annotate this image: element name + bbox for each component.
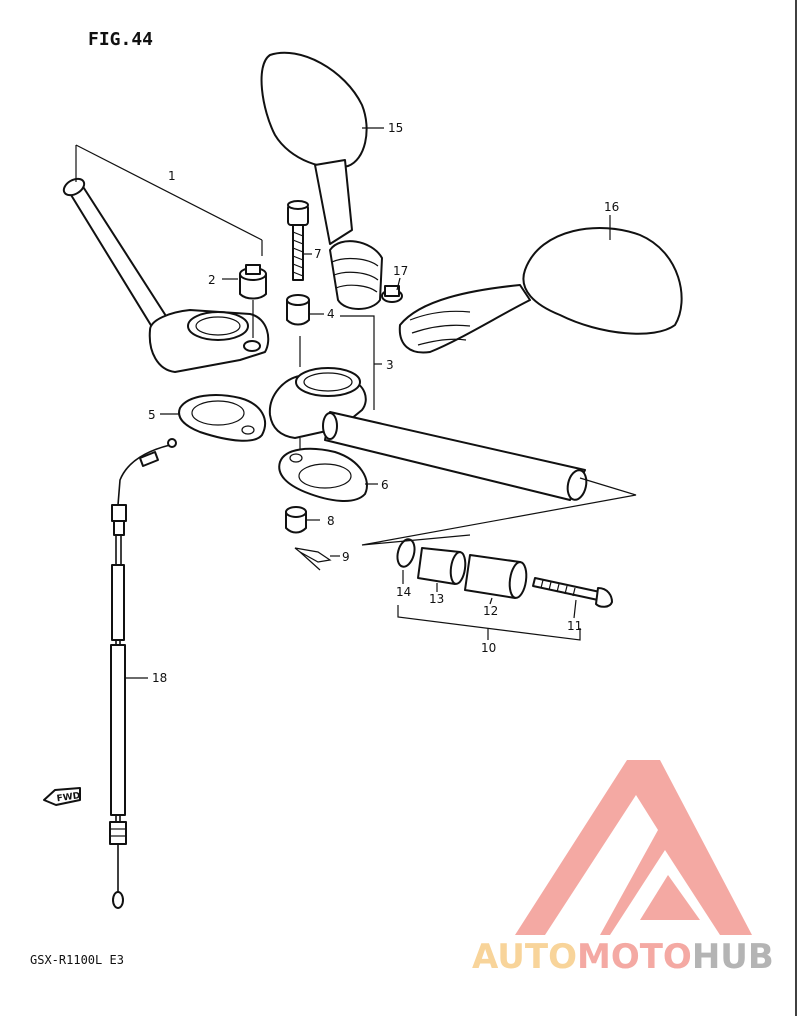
bar-end-spacer [417,547,467,585]
left-handlebar [62,177,270,373]
callout-9: 9 [342,550,350,564]
bar-end-screw [532,577,613,608]
bar-end-washer [396,538,416,568]
leader-lines [75,127,637,679]
callout-1: 1 [168,169,176,183]
right-handlebar [268,367,588,501]
fwd-arrow: FWD [43,787,81,806]
screw-17 [381,285,403,303]
bar-end-weight [464,554,528,599]
callout-8: 8 [327,514,335,528]
cap-nut-left [239,264,267,300]
mirror-right [398,227,683,354]
nut-4 [286,294,310,326]
callout-7: 7 [314,247,322,261]
watermark-auto: AUTO [472,937,577,977]
callout-13: 13 [429,592,444,606]
clip-9 [294,547,332,571]
callout-labels: 1 2 3 4 5 6 7 8 9 10 11 12 13 14 15 16 1… [148,121,619,685]
watermark-brand: AUTOMOTOHUB [472,937,774,977]
model-code: GSX-R1100L E3 [30,953,124,967]
spacer-6 [278,447,368,502]
callout-10: 10 [481,641,496,655]
fwd-label: FWD [56,791,81,804]
callout-11: 11 [567,619,582,633]
figure-title: FIG.44 [88,29,153,50]
callout-16: 16 [604,200,619,214]
callout-15: 15 [388,121,403,135]
watermark-logo [515,760,752,935]
callout-5: 5 [148,408,156,422]
callout-17: 17 [393,264,408,278]
callout-18: 18 [152,671,167,685]
callout-12: 12 [483,604,498,618]
throttle-cable [109,438,177,909]
callout-2: 2 [208,273,216,287]
mirror-left [260,51,383,310]
watermark-moto: MOTO [577,937,692,977]
nut-8 [285,506,307,534]
watermark-hub: HUB [692,937,774,977]
callout-4: 4 [327,307,335,321]
spacer-5 [178,394,267,442]
callout-6: 6 [381,478,389,492]
callout-14: 14 [396,585,411,599]
bolt-7 [287,200,309,281]
callout-3: 3 [386,358,394,372]
